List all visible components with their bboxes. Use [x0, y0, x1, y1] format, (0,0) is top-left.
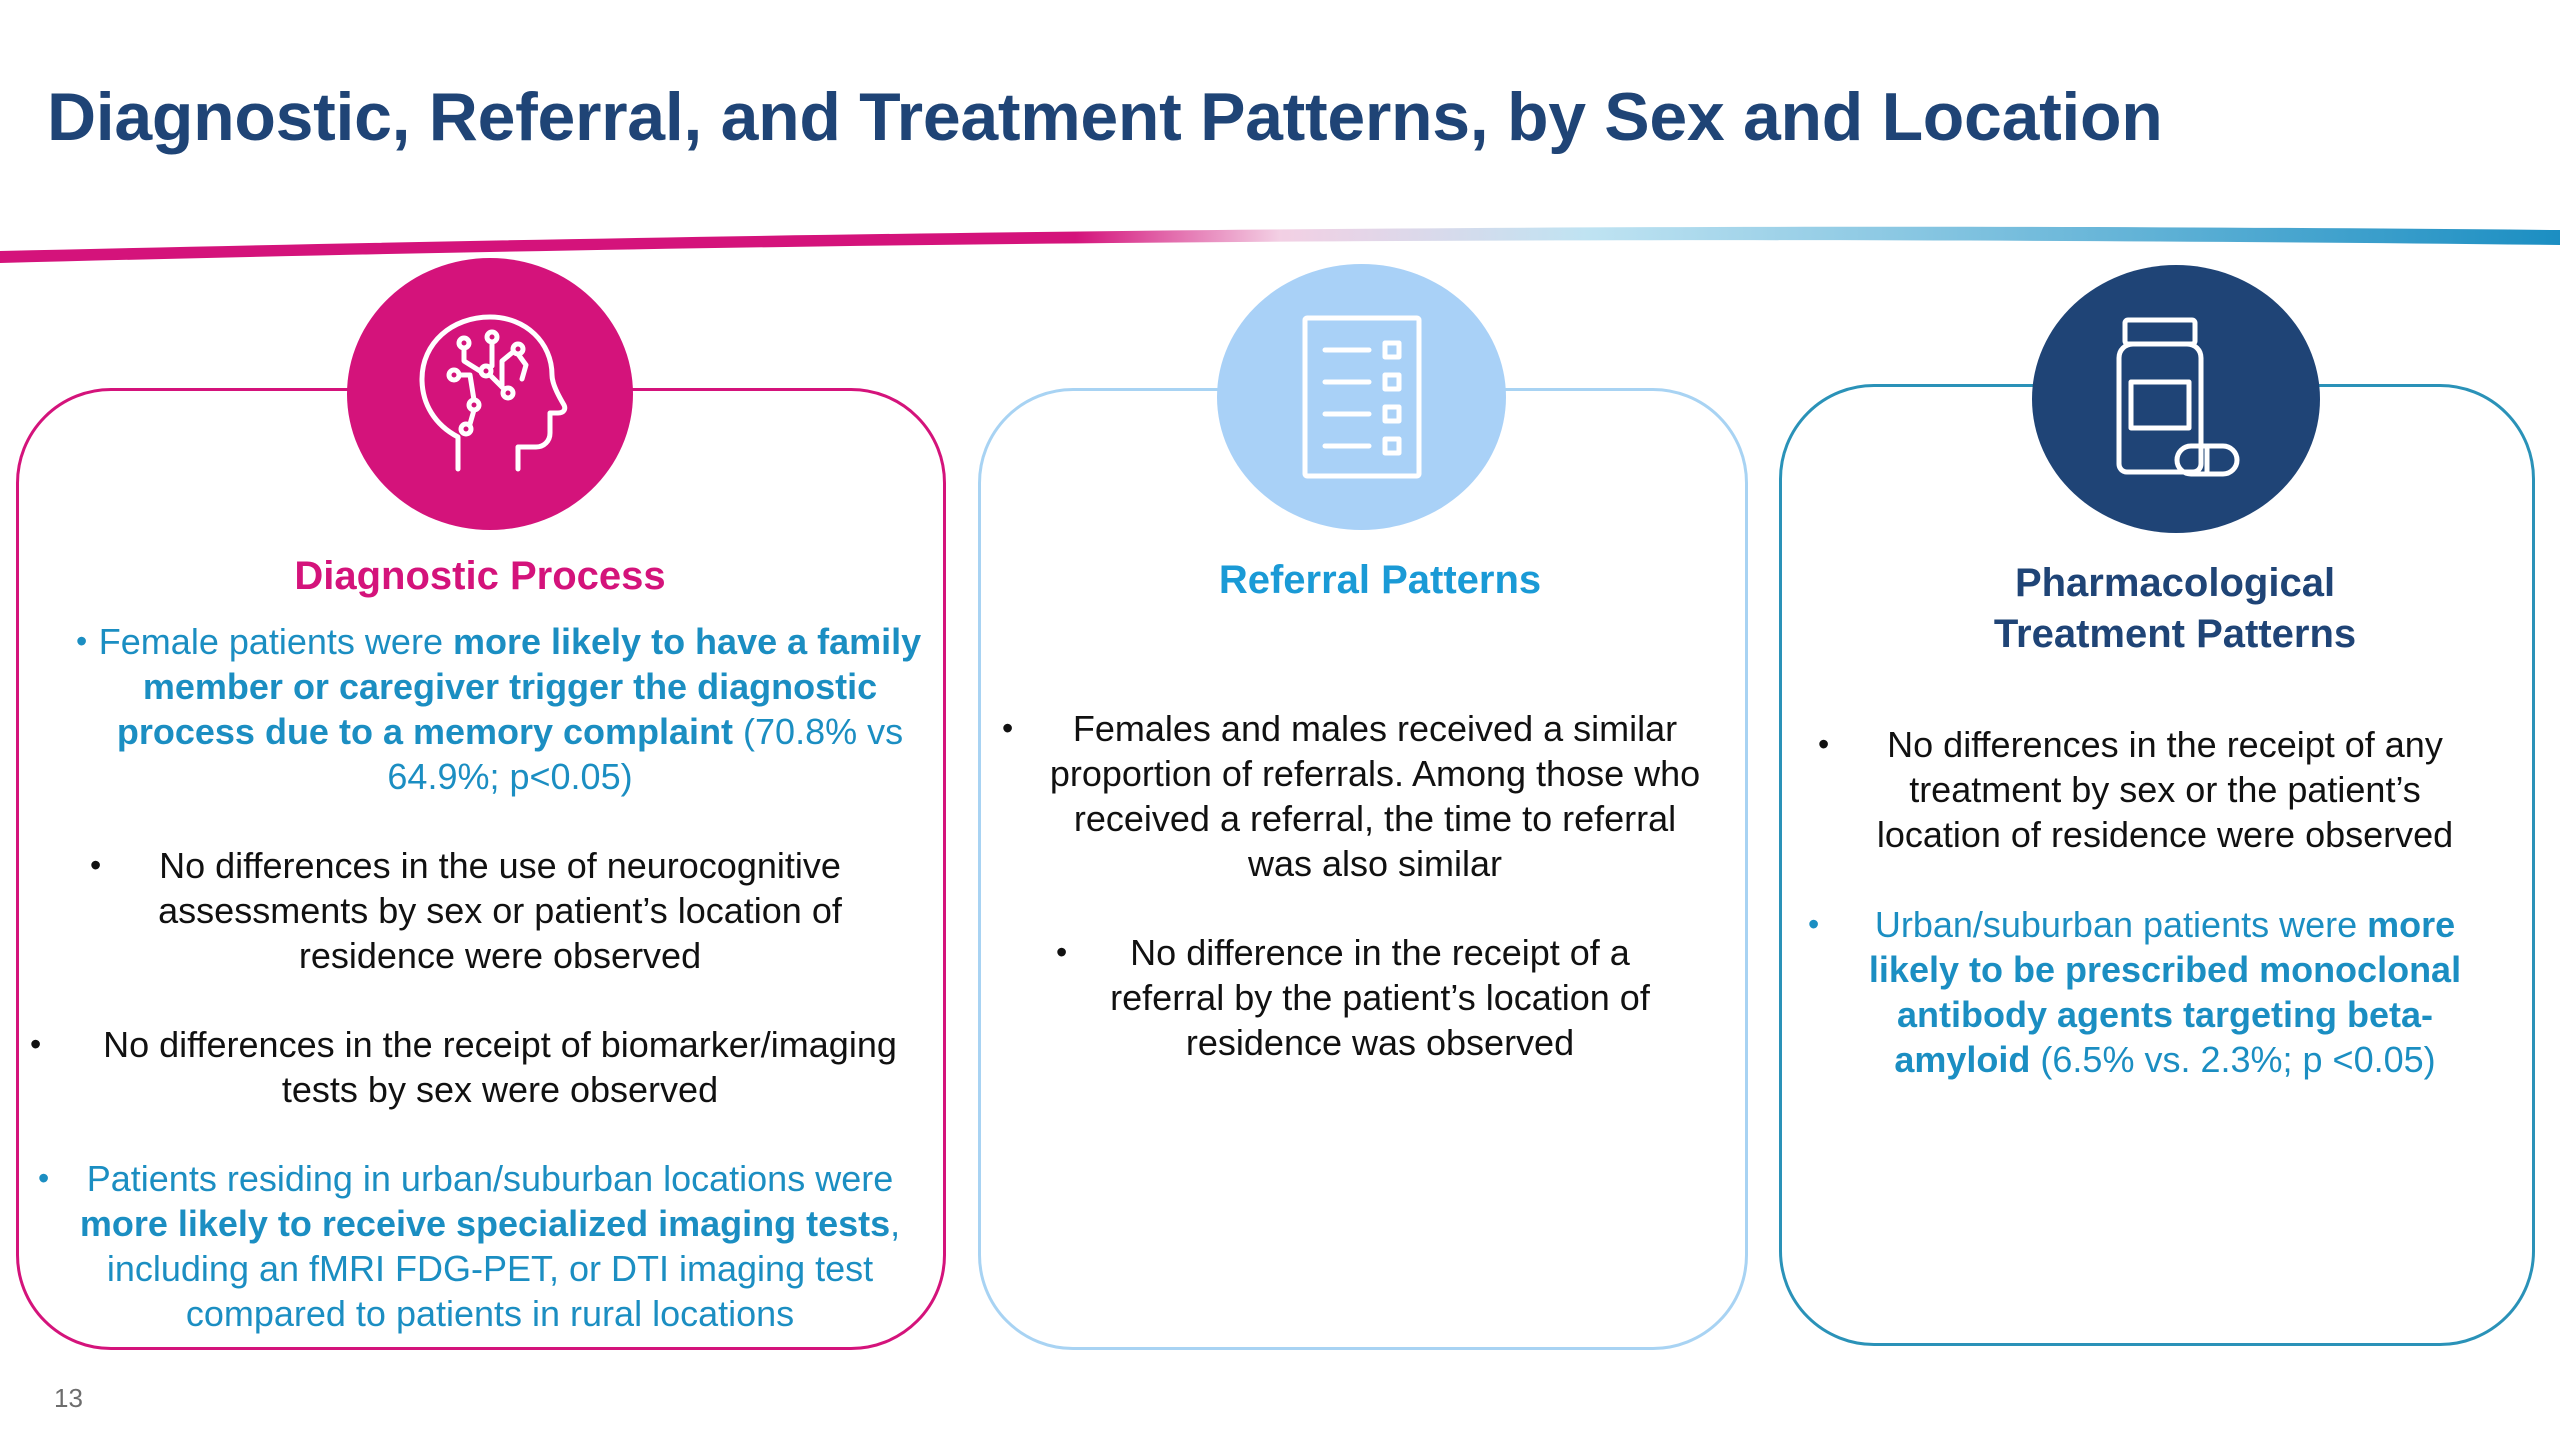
referral-bullet-1: Females and males received a similar pro… — [1049, 708, 1701, 884]
pharmacological-icon-badge — [2032, 265, 2320, 533]
diagnostic-bullet-3: No differences in the receipt of biomark… — [103, 1024, 897, 1110]
bullet-dot: • — [1056, 934, 1068, 970]
head-circuit-icon — [419, 314, 568, 472]
referral-patterns-card — [978, 388, 1748, 1350]
bullet-dot: • — [90, 847, 102, 883]
slide-title: Diagnostic, Referral, and Treatment Patt… — [47, 79, 2163, 155]
diagnostic-bullet-4: Patients residing in urban/suburban loca… — [79, 1158, 901, 1334]
diagnostic-process-card — [16, 388, 946, 1350]
bullet-dot: • — [76, 623, 88, 659]
bullet-dot: • — [1808, 906, 1820, 942]
pharmacological-bullet-1: No differences in the receipt of any tre… — [1876, 724, 2454, 855]
diagnostic-bullet-1: Female patients were more likely to have… — [98, 621, 922, 797]
checklist-icon — [1302, 315, 1421, 479]
pill-bottle-icon — [2116, 317, 2240, 477]
diagnostic-icon-badge — [347, 258, 633, 530]
pharmacological-patterns-card — [1779, 384, 2535, 1346]
bullet-dot: • — [1818, 726, 1830, 762]
bullet-dot: • — [30, 1026, 42, 1062]
diagnostic-bullet-2: No differences in the use of neurocognit… — [158, 845, 842, 976]
referral-bullet-2: No difference in the receipt of a referr… — [1110, 932, 1650, 1063]
referral-patterns-heading: Referral Patterns — [1218, 558, 1542, 602]
bullet-dot: • — [1002, 710, 1014, 746]
pharmacological-bullet-2: Urban/suburban patients were more likely… — [1868, 904, 2462, 1080]
page-number: 13 — [54, 1383, 83, 1413]
decorative-swoosh — [0, 226, 2560, 263]
diagnostic-process-heading: Diagnostic Process — [294, 554, 666, 598]
referral-icon-badge — [1217, 264, 1506, 530]
bullet-dot: • — [38, 1160, 50, 1196]
